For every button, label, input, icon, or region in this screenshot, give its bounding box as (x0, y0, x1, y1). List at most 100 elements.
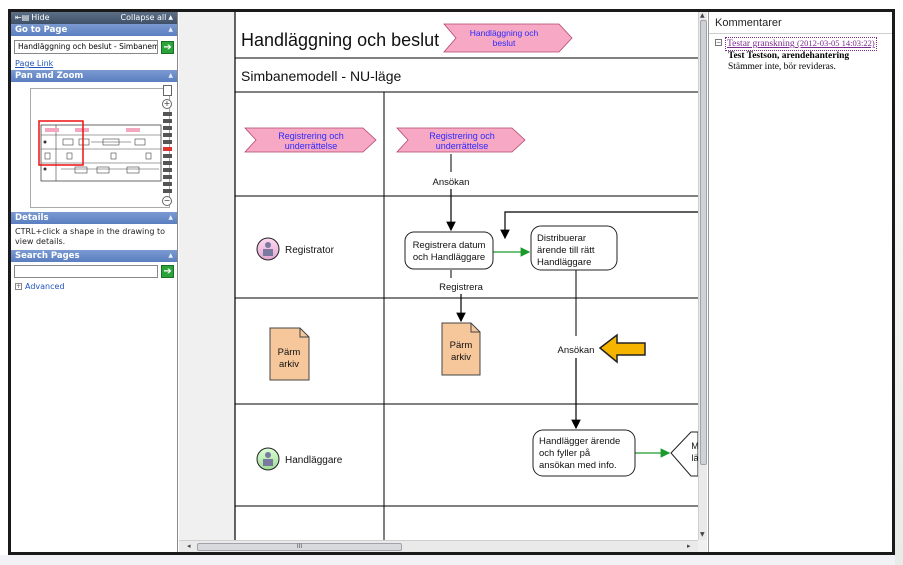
label-ansokan-top: Ansökan (433, 177, 470, 188)
page-link[interactable]: Page Link (15, 59, 54, 68)
svg-text:Registrator: Registrator (285, 245, 335, 256)
comment-item: − Testar granskning (2012-03-05 14:03:22… (709, 34, 892, 76)
bottom-strip (0, 555, 903, 565)
svg-text:arkiv: arkiv (279, 359, 299, 370)
zoom-tick[interactable] (162, 119, 172, 123)
svg-text:underrättelse: underrättelse (285, 141, 338, 151)
phase-shape-right: Registrering och underrättelse (396, 127, 526, 153)
search-pages-header[interactable]: Search Pages ▲ (11, 250, 177, 262)
svg-text:och fyller på: och fyller på (539, 448, 591, 459)
comment-link-text: Testar granskning (727, 39, 795, 49)
details-header[interactable]: Details ▲ (11, 212, 177, 224)
pan-zoom-header[interactable]: Pan and Zoom ▲ (11, 70, 177, 82)
zoom-tick[interactable] (162, 168, 172, 172)
collapse-caret-icon: ▲ (168, 214, 173, 221)
svg-text:Handläggare: Handläggare (537, 257, 591, 268)
goto-page-button[interactable]: ➔ (161, 40, 174, 54)
search-pages-title: Search Pages (15, 251, 80, 261)
advanced-label: Advanced (25, 282, 65, 291)
advanced-search-toggle[interactable]: + Advanced (11, 281, 177, 292)
svg-text:M: M (691, 441, 698, 451)
highlight-arrow-icon (598, 333, 646, 364)
svg-text:och Handläggare: och Handläggare (413, 252, 485, 263)
header-phase-tag: Handläggning och beslut (443, 23, 573, 53)
left-panel: ⇤▤ Hide Collapse all ▲ Go to Page ▲ Hand… (11, 12, 178, 552)
hide-button[interactable]: ⇤▤ Hide (15, 12, 50, 24)
label-ansokan-mid: Ansökan (558, 345, 595, 356)
vertical-scroll-thumb[interactable] (700, 20, 707, 465)
process-diagram: Handläggning och beslut Handläggning och… (234, 12, 698, 540)
scroll-up-icon[interactable]: ▲ (700, 12, 705, 19)
zoom-tick[interactable] (162, 161, 172, 165)
page-select[interactable]: Handläggning och beslut - Simbanem ▼ (14, 40, 159, 54)
diagram-thumbnail[interactable] (30, 88, 170, 208)
svg-text:underrättelse: underrättelse (436, 141, 489, 151)
diagram-viewport[interactable]: Handläggning och beslut Handläggning och… (179, 12, 707, 552)
collapse-all-button[interactable]: Collapse all ▲ (120, 12, 173, 24)
svg-text:Distribuerar: Distribuerar (537, 233, 586, 244)
thumbnail-graphic (38, 120, 162, 182)
document-right: Pärm arkiv (441, 322, 481, 376)
search-row: ➔ (11, 262, 177, 281)
collapse-caret-icon: ▲ (168, 252, 173, 259)
pan-zoom-title: Pan and Zoom (15, 71, 84, 81)
fit-page-icon[interactable] (162, 85, 172, 96)
svg-text:lä: lä (691, 453, 698, 463)
svg-text:Pärm: Pärm (450, 340, 473, 351)
zoom-in-icon[interactable]: + (162, 99, 172, 109)
zoom-tick[interactable] (162, 140, 172, 144)
zoom-tick[interactable] (162, 182, 172, 186)
scroll-left-icon[interactable]: ◂ (187, 542, 191, 550)
zoom-tick[interactable] (162, 175, 172, 179)
svg-text:Pärm: Pärm (278, 347, 301, 358)
collapse-all-label: Collapse all (120, 13, 167, 22)
phase-shape-left: Registrering och underrättelse (244, 127, 377, 153)
horizontal-scrollbar[interactable]: ◂ III ▸ (179, 540, 698, 552)
scroll-down-icon[interactable]: ▼ (700, 531, 705, 538)
comments-panel: Kommentarer − Testar granskning (2012-03… (708, 12, 892, 552)
scroll-right-icon[interactable]: ▸ (687, 542, 691, 550)
expand-plus-icon: + (15, 283, 22, 290)
hide-bar: ⇤▤ Hide Collapse all ▲ (11, 12, 177, 24)
page-select-value: Handläggning och beslut - Simbanem (18, 42, 159, 51)
details-text: CTRL+click a shape in the drawing to vie… (15, 227, 166, 246)
zoom-tick[interactable] (162, 126, 172, 130)
process-register: Registrera datum och Handläggare (404, 231, 494, 270)
document-left: Pärm arkiv (269, 327, 310, 381)
svg-text:ärende till rätt: ärende till rätt (537, 245, 595, 256)
svg-text:arkiv: arkiv (451, 352, 471, 363)
svg-text:Registrera datum: Registrera datum (413, 240, 486, 251)
search-go-button[interactable]: ➔ (161, 265, 174, 278)
collapse-minus-icon[interactable]: − (715, 39, 722, 46)
hide-panel-icon: ⇤▤ (15, 13, 30, 22)
comments-title: Kommentarer (709, 12, 892, 34)
zoom-out-icon[interactable]: − (162, 196, 172, 206)
vertical-scrollbar[interactable]: ▲ ▼ (698, 12, 707, 540)
registrator-actor: Registrator (256, 237, 335, 261)
svg-text:Handläggare: Handläggare (285, 455, 343, 466)
zoom-tick[interactable] (162, 154, 172, 158)
app-window: ⇤▤ Hide Collapse all ▲ Go to Page ▲ Hand… (8, 9, 895, 555)
zoom-tick[interactable] (162, 112, 172, 116)
horizontal-scroll-thumb[interactable]: III (197, 543, 402, 551)
arrow-right-icon: ➔ (163, 266, 172, 277)
svg-text:beslut: beslut (493, 38, 516, 48)
goto-row: Handläggning och beslut - Simbanem ▼ ➔ (11, 36, 177, 57)
svg-text:ansökan med info.: ansökan med info. (539, 460, 617, 471)
arrow-right-icon: ➔ (163, 41, 172, 53)
zoom-tick[interactable] (162, 189, 172, 193)
svg-text:Handläggning och: Handläggning och (470, 28, 539, 38)
comment-link[interactable]: Testar granskning (2012-03-05 14:03:22) (725, 37, 877, 51)
search-input[interactable] (14, 265, 159, 278)
pan-zoom-area: + − (11, 82, 177, 212)
collapse-caret-icon: ▲ (168, 72, 173, 79)
process-cut-off: M lä (670, 431, 698, 477)
svg-text:Handlägger ärende: Handlägger ärende (539, 436, 620, 447)
goto-page-header[interactable]: Go to Page ▲ (11, 24, 177, 36)
zoom-slider[interactable]: + − (161, 85, 173, 210)
zoom-tick[interactable] (162, 133, 172, 137)
zoom-tick-current[interactable] (162, 147, 172, 151)
collapse-caret-icon: ▲ (168, 26, 173, 33)
svg-text:Registrering och: Registrering och (429, 131, 495, 141)
comment-date: (2012-03-05 14:03:22) (797, 38, 875, 48)
